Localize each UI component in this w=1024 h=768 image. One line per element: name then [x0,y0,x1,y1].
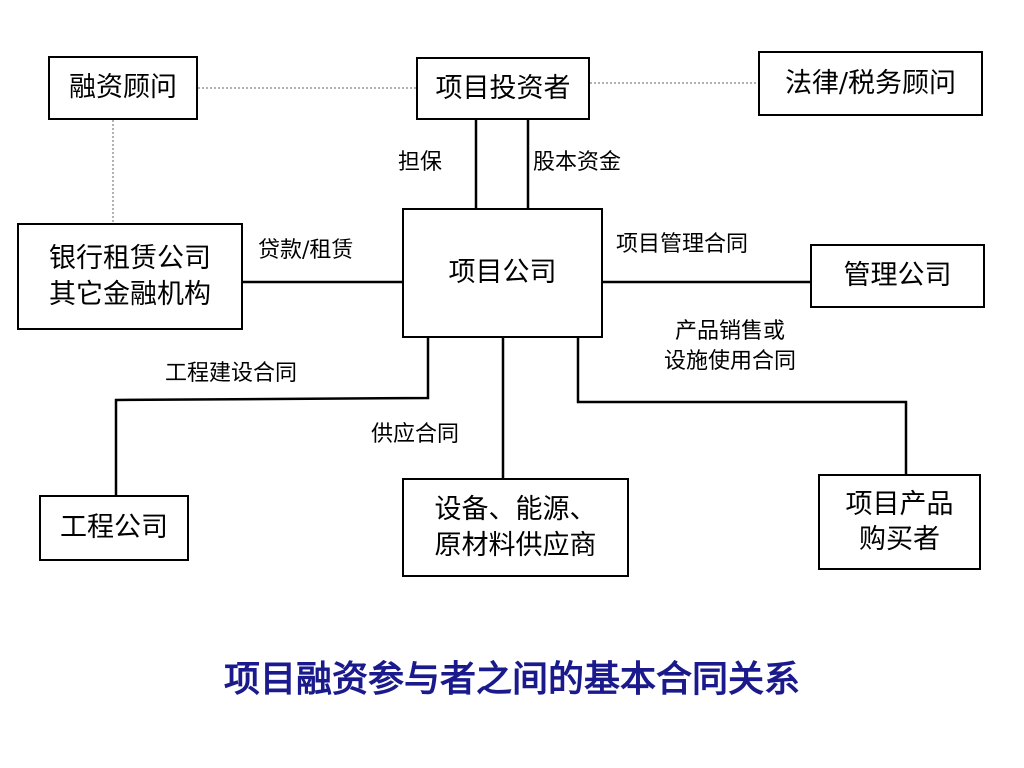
supply-contract-label: 供应合同 [371,422,460,447]
project-company-box: 项目公司 [402,208,603,338]
line-construction [114,338,430,496]
management-contract-label: 项目管理合同 [616,232,749,257]
product-buyer-box: 项目产品 购买者 [818,474,981,570]
construction-contract-label: 工程建设合同 [165,361,298,386]
guarantee-label: 担保 [398,150,443,175]
equity-capital-label: 股本资金 [533,150,622,175]
supplier-box: 设备、能源、 原材料供应商 [402,478,629,577]
bank-lessor-box: 银行租赁公司 其它金融机构 [17,223,243,330]
line-sales [576,338,908,476]
legal-tax-advisor-box: 法律/税务顾问 [758,51,983,116]
financing-advisor-box: 融资顾问 [48,56,198,120]
management-company-box: 管理公司 [810,244,985,308]
sales-contract-label: 产品销售或 设施使用合同 [663,319,796,374]
loan-lease-label: 贷款/租赁 [258,238,354,263]
diagram-title: 项目融资参与者之间的基本合同关系 [223,659,800,700]
engineering-company-box: 工程公司 [39,495,189,561]
project-investor-box: 项目投资者 [416,57,590,120]
